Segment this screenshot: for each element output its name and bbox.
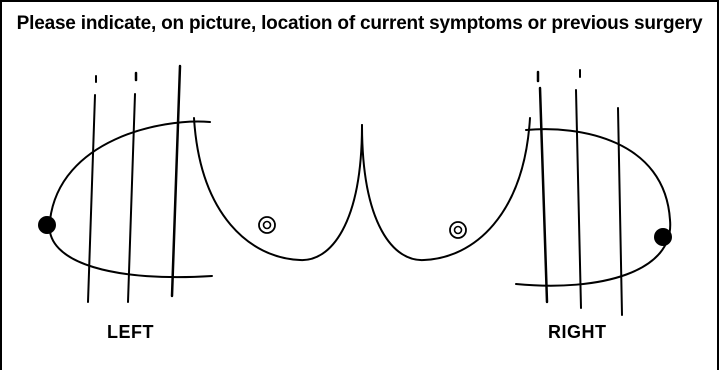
left-vertical-line-1 [88, 95, 95, 302]
front-left-nipple-icon [259, 217, 275, 233]
right-nipple-dot [654, 228, 672, 246]
left-vertical-line-2 [128, 94, 135, 302]
right-vertical-line-2 [576, 90, 581, 308]
front-view[interactable] [194, 118, 530, 260]
front-right-breast-curve [362, 118, 530, 260]
right-side-profile-curve [516, 129, 670, 286]
left-vertical-line-3 [172, 66, 180, 296]
front-left-breast-curve [194, 118, 362, 260]
left-nipple-dot [38, 216, 56, 234]
right-vertical-line-1 [540, 88, 547, 302]
left-label: LEFT [107, 322, 154, 343]
front-right-nipple-icon [450, 222, 466, 238]
right-vertical-line-3 [618, 108, 622, 315]
right-side-view[interactable] [516, 70, 672, 315]
right-label: RIGHT [548, 322, 607, 343]
left-side-view[interactable] [38, 66, 212, 302]
